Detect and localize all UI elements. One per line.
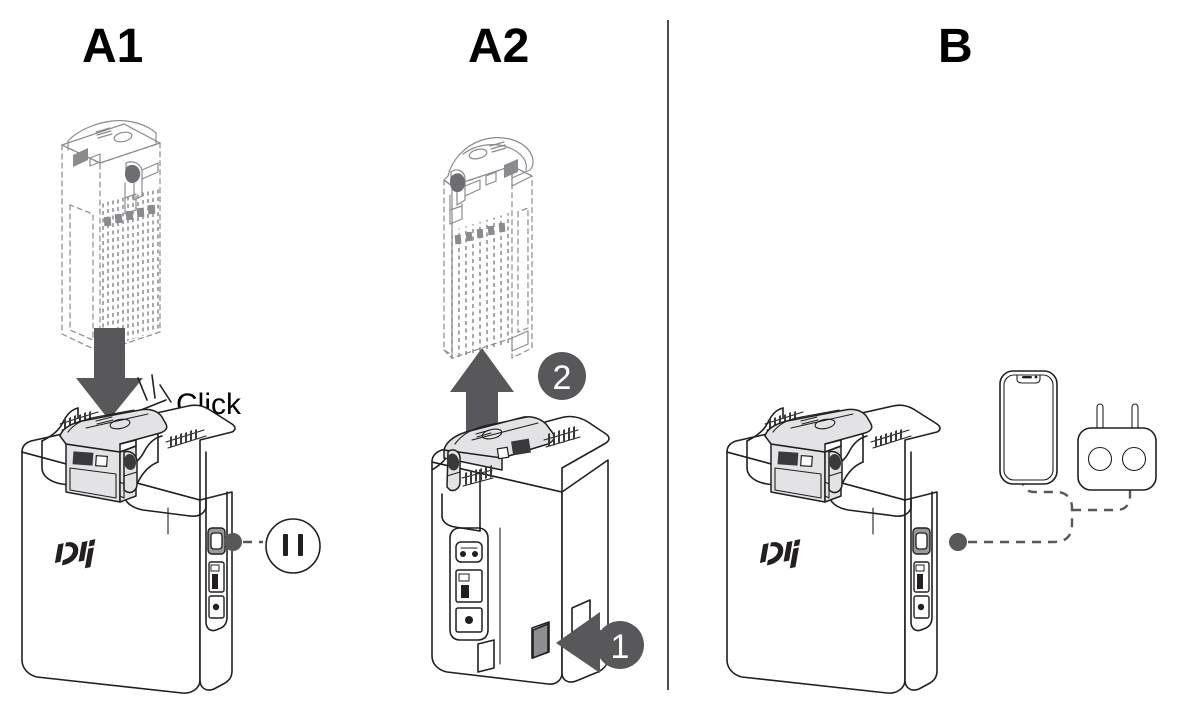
usb-connector-dot-b (949, 533, 967, 551)
dji-logo (54, 539, 96, 569)
click-burst-icon (137, 374, 172, 411)
hub-contact-comb-a2 (543, 426, 581, 448)
remote-controller-icon (1077, 403, 1157, 491)
hub-contact-comb-right (165, 429, 207, 449)
remove-arrow-up-a2 (450, 348, 514, 440)
battery-vents (102, 188, 159, 352)
panel-a2: A2 (431, 20, 644, 685)
usb-cable-b (968, 454, 1132, 544)
battery-module-ghost-a1 (61, 119, 161, 358)
battery-module-seated-a1 (59, 408, 168, 503)
dji-logo-b (759, 539, 801, 569)
release-arrow-left-a2 (556, 612, 626, 673)
hub-port-panel-a1 (205, 491, 228, 632)
step-badge-2: 2 (538, 352, 586, 400)
power-connector-dot-a1 (224, 533, 242, 551)
hub-release-latch[interactable] (532, 622, 549, 660)
panel-b-label: B (938, 20, 973, 73)
battery-module-ghost-a2 (443, 137, 534, 362)
panel-a1-label: A1 (82, 20, 143, 73)
battery-led-indicators-a2 (454, 222, 506, 245)
panel-a2-label: A2 (468, 20, 529, 73)
hub-port-panel-a2 (449, 527, 489, 641)
step-badge-1: 1 (596, 621, 644, 669)
hub-port-panel-b (910, 491, 933, 632)
battery-vents-a2 (451, 212, 509, 362)
battery-module-seated-b (764, 408, 873, 503)
charging-hub-a1 (21, 404, 263, 694)
hub-contact-comb-right-b (870, 429, 912, 449)
smartphone-icon (999, 370, 1058, 485)
charging-hub-a2-rear (431, 415, 610, 685)
battery-module-seated-a2 (443, 416, 555, 492)
panel-a1: A1 (21, 20, 321, 694)
power-outlet-icon (265, 518, 321, 574)
panel-b: B (726, 20, 1157, 694)
charging-hub-b (726, 404, 967, 694)
step-badge-2-number: 2 (553, 359, 572, 397)
step-badge-1-number: 1 (611, 628, 630, 666)
insert-arrow-down-a1 (76, 328, 143, 420)
